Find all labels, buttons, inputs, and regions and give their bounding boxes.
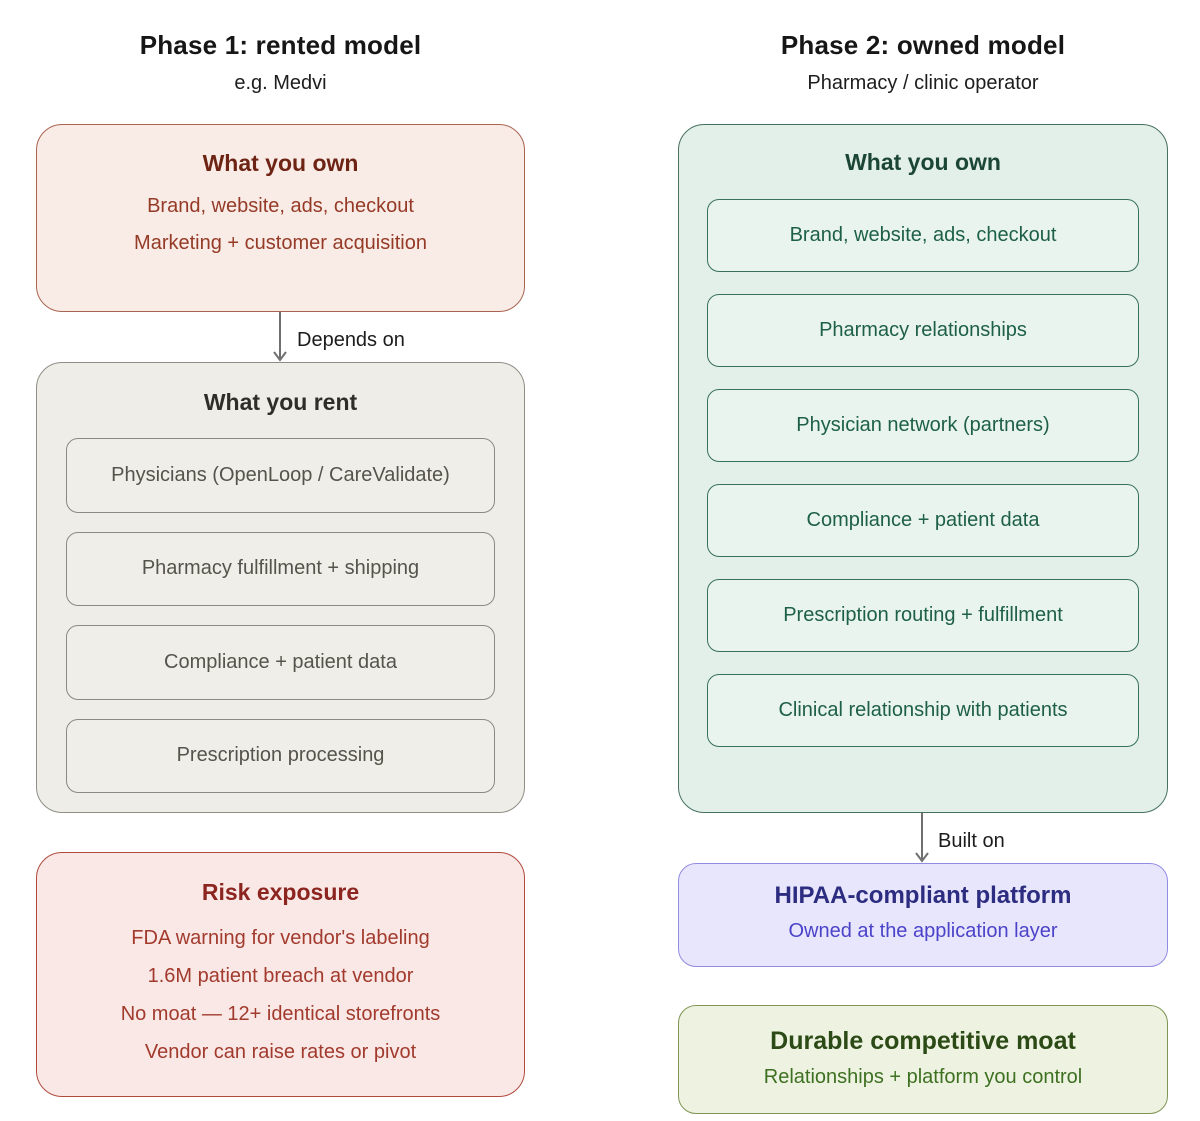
moat-box-subtitle: Relationships + platform you control [763,1066,1083,1088]
own-item-prescription-routing: Prescription routing + fulfillment [707,579,1139,652]
rented-own-box-title: What you own [202,150,359,176]
built-on-label: Built on [938,830,1005,852]
risk-line: No moat — 12+ identical storefronts [120,1003,441,1025]
own-item-compliance: Compliance + patient data [707,484,1139,557]
right-phase-subtitle: Pharmacy / clinic operator [807,72,1039,94]
built-on-arrow [914,813,930,863]
rent-item-physicians: Physicians (OpenLoop / CareValidate) [66,438,495,513]
own-item-physician-network: Physician network (partners) [707,389,1139,462]
moat-box: Durable competitive moat Relationships +… [678,1005,1168,1114]
rent-box: What you rent Physicians (OpenLoop / Car… [36,362,525,813]
risk-line: 1.6M patient breach at vendor [147,965,414,987]
arrow-down-icon [273,312,287,362]
platform-box-subtitle: Owned at the application layer [788,920,1058,942]
rent-item-compliance: Compliance + patient data [66,625,495,700]
risk-exposure-box: Risk exposure FDA warning for vendor's l… [36,852,525,1097]
moat-box-title: Durable competitive moat [770,1027,1076,1055]
rent-item-prescription-processing: Prescription processing [66,718,495,793]
arrow-down-icon [915,813,929,863]
hipaa-platform-box: HIPAA-compliant platform Owned at the ap… [678,863,1168,967]
rented-own-box: What you own Brand, website, ads, checko… [36,124,525,312]
owned-own-box: What you own Brand, website, ads, checko… [678,124,1168,813]
own-item-pharmacy-relationships: Pharmacy relationships [707,294,1139,367]
left-phase-subtitle: e.g. Medvi [234,72,327,94]
right-phase-header: Phase 2: owned model Pharmacy / clinic o… [678,28,1168,96]
platform-box-title: HIPAA-compliant platform [774,882,1072,909]
rented-own-line: Brand, website, ads, checkout [147,195,414,217]
depends-on-arrow [272,312,288,362]
risk-box-title: Risk exposure [201,879,360,905]
owned-own-box-title: What you own [845,149,1001,175]
risk-line: FDA warning for vendor's labeling [131,927,430,949]
right-phase-title: Phase 2: owned model [780,30,1066,60]
rented-own-line: Marketing + customer acquisition [134,232,427,254]
risk-line: Vendor can raise rates or pivot [144,1041,417,1063]
left-phase-title: Phase 1: rented model [139,30,422,60]
rent-box-title: What you rent [203,389,358,415]
rent-item-pharmacy-fulfillment: Pharmacy fulfillment + shipping [66,531,495,606]
left-phase-header: Phase 1: rented model e.g. Medvi [36,28,525,96]
own-item-clinical-relationship: Clinical relationship with patients [707,674,1139,747]
depends-on-label: Depends on [297,329,405,351]
own-item-brand: Brand, website, ads, checkout [707,199,1139,272]
